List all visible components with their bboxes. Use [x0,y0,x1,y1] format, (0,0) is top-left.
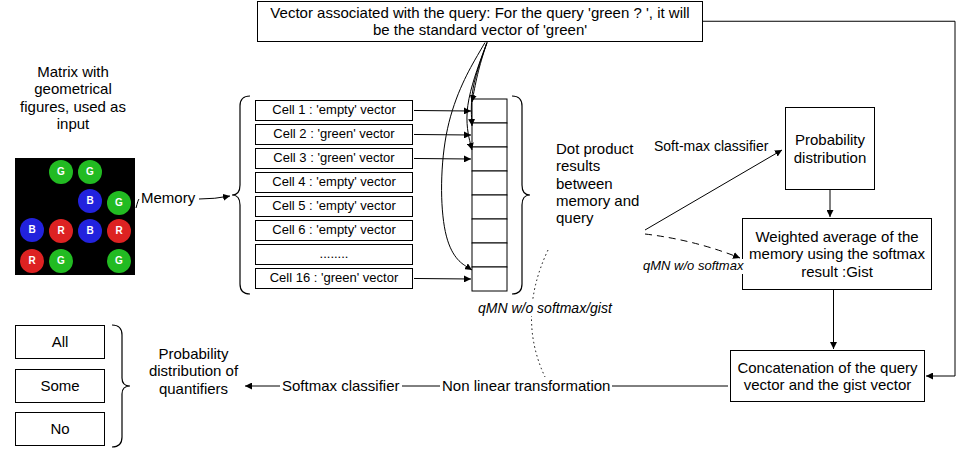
memory-arrow [199,196,230,199]
red-figure [107,219,131,243]
dashed-bypass-line [645,234,740,258]
memory-cell: Cell 2 : 'green' vector [255,124,413,145]
node-text: All [52,333,69,350]
memory-arrows [414,43,487,280]
edge-label: qMN w/o softmax/gist [476,300,614,316]
memory-cell: Cell 16 : 'green' vector [255,268,413,289]
node-text: Cell 2 : 'green' vector [273,127,394,142]
figure-letter: G [111,196,127,210]
figure-letter: R [53,224,69,238]
node-text: Cell 4 : 'empty' vector [272,175,395,190]
node-text: Cell 1 : 'empty' vector [272,103,395,118]
process-box: Probability distribution [785,107,875,190]
figure-letter: B [82,194,98,208]
green-figure [107,191,131,215]
green-figure [107,249,131,273]
memory-cell: Cell 5 : 'empty' vector [255,196,413,217]
quantifier-box: All [15,325,105,359]
figure-letter: B [24,223,40,237]
matrix-link [136,199,139,208]
figure-letter: G [53,165,69,179]
input-matrix [15,158,135,275]
result-cell [472,147,507,171]
memory-cell: ........ [255,244,413,265]
query-arrow [471,43,487,127]
figure-letter: B [82,224,98,238]
figure-letter: G [111,254,127,268]
node-text: Weighted average of the memory using the… [748,228,926,280]
result-cell [472,99,507,123]
flow-arrow [830,190,831,217]
memory-cell: Cell 4 : 'empty' vector [255,172,413,193]
edge-label: qMN w/o softmax [641,259,745,274]
memory-cell: Cell 3 : 'green' vector [255,148,413,169]
result-cell [472,243,507,267]
result-cell [472,267,507,291]
node-text: Cell 3 : 'green' vector [273,151,394,166]
node-text: Concatenation of the query vector and th… [736,359,919,394]
result-cell [472,123,507,147]
dotted-bypass-line [532,250,549,383]
process-box: Weighted average of the memory using the… [742,218,932,290]
result-cell [472,219,507,243]
result-cell [472,171,507,195]
output-caption: Probability distribution of quantifiers [146,345,241,397]
node-text: Cell 6 : 'empty' vector [272,223,395,238]
edge-label: Softmax classifier [280,377,402,394]
node-text: No [50,420,69,437]
memory-cell: Cell 1 : 'empty' vector [255,100,413,121]
query-box: Vector associated with the query: For th… [257,1,703,42]
quantifier-box: Some [15,369,105,403]
blue-figure [20,218,44,242]
node-text: Cell 5 : 'empty' vector [272,199,395,214]
cell-arrow [414,278,471,280]
flow-arrow [833,290,834,349]
cell-arrow [414,134,471,136]
quantifier-box: No [15,412,105,446]
figure-letter: G [82,165,98,179]
node-text: Probability distribution [791,131,869,166]
node-text: ........ [320,247,349,262]
process-box: Concatenation of the query vector and th… [730,350,925,402]
memory-label: Memory [141,189,195,206]
result-cell [472,195,507,219]
red-figure [20,249,44,273]
figure-letter: R [24,254,40,268]
figure-letter: R [111,224,127,238]
node-text: Some [40,377,79,394]
green-figure [78,160,102,184]
edge-label: Non linear transformation [440,377,612,394]
dot-product-note: Dot product results between memory and q… [556,140,642,226]
quantifier-brace [112,325,130,447]
matrix-figures [20,160,131,273]
blue-figure [78,189,102,213]
cell-arrow [414,110,471,112]
query-arrow [442,43,485,271]
results-brace [512,96,530,294]
memory-cell: Cell 6 : 'empty' vector [255,220,413,241]
memory-brace [232,96,250,294]
input-caption: Matrix with geometrical figures, used as… [8,63,138,132]
edge-label: Soft-max classifier [652,138,770,154]
figure-letter: G [53,254,69,268]
blue-figure [78,219,102,243]
green-figure [49,249,73,273]
flow-arrow [703,21,955,376]
green-figure [49,160,73,184]
node-text: Vector associated with the query: For th… [263,4,697,39]
query-arrow [467,43,487,151]
node-text: Cell 16 : 'green' vector [270,271,399,286]
dot-product-cells [472,99,507,291]
red-figure [49,219,73,243]
